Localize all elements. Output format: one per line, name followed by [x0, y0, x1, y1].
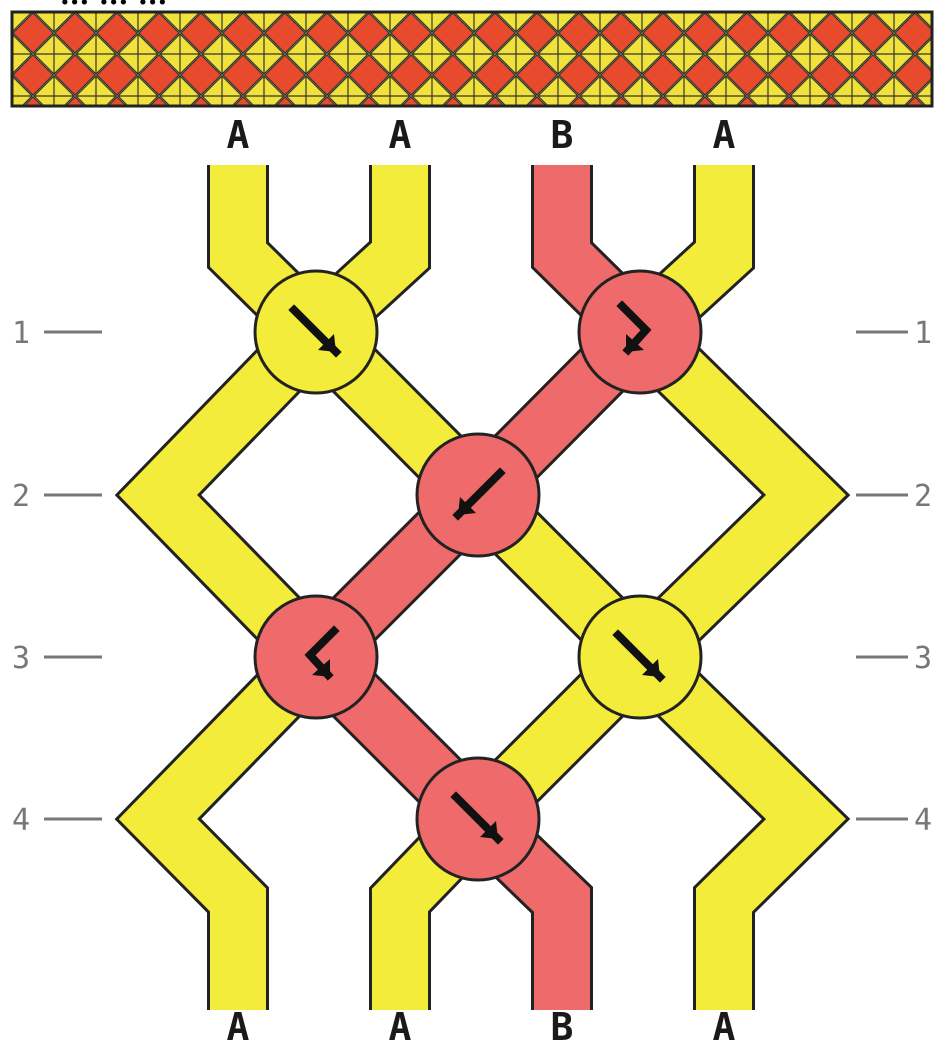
bracelet-preview-band — [10, 10, 934, 108]
knot-row3-b-backward-forward — [253, 594, 379, 720]
arrowhead-icon — [480, 821, 498, 839]
row-label-left-3: 3 — [12, 641, 30, 676]
arrowhead-icon — [626, 334, 644, 352]
row-markers-left: 1 2 3 4 — [12, 316, 102, 838]
top-label-strand-3: B — [551, 113, 574, 157]
bottom-label-strand-4: A — [713, 1005, 736, 1048]
strand-a4 — [372, 165, 847, 1010]
strand-a1 — [118, 165, 356, 1010]
arrowhead-icon — [318, 334, 336, 352]
knot-row2-b-backward — [415, 432, 541, 558]
strands — [114, 165, 851, 1010]
top-label-strand-4: A — [713, 113, 736, 157]
top-label-strand-1: A — [227, 113, 250, 157]
page-title: ... ... ... — [60, 0, 167, 11]
bottom-label-strand-3: B — [551, 1005, 574, 1048]
row-label-right-2: 2 — [914, 479, 932, 514]
row-label-right-4: 4 — [914, 803, 932, 838]
knot-row3-a-forward — [577, 594, 703, 720]
row-markers-right: 1 2 3 4 — [856, 316, 932, 838]
knot-row1-a-forward — [253, 269, 379, 395]
knots — [253, 269, 703, 882]
arrowhead-icon — [312, 659, 330, 677]
knot-row4-b-forward — [415, 756, 541, 882]
bottom-label-strand-1: A — [227, 1005, 250, 1048]
arrowhead-icon — [642, 659, 660, 677]
strand-a2 — [275, 165, 846, 1010]
knot-row1-b-forward-backward — [577, 269, 703, 395]
row-label-left-2: 2 — [12, 479, 30, 514]
strand-b — [276, 165, 680, 1010]
row-label-right-1: 1 — [914, 316, 932, 351]
row-label-left-1: 1 — [12, 316, 30, 351]
top-label-strand-2: A — [389, 113, 412, 157]
row-label-right-3: 3 — [914, 641, 932, 676]
row-label-left-4: 4 — [12, 803, 30, 838]
arrowhead-icon — [458, 497, 476, 515]
bottom-label-strand-2: A — [389, 1005, 412, 1048]
